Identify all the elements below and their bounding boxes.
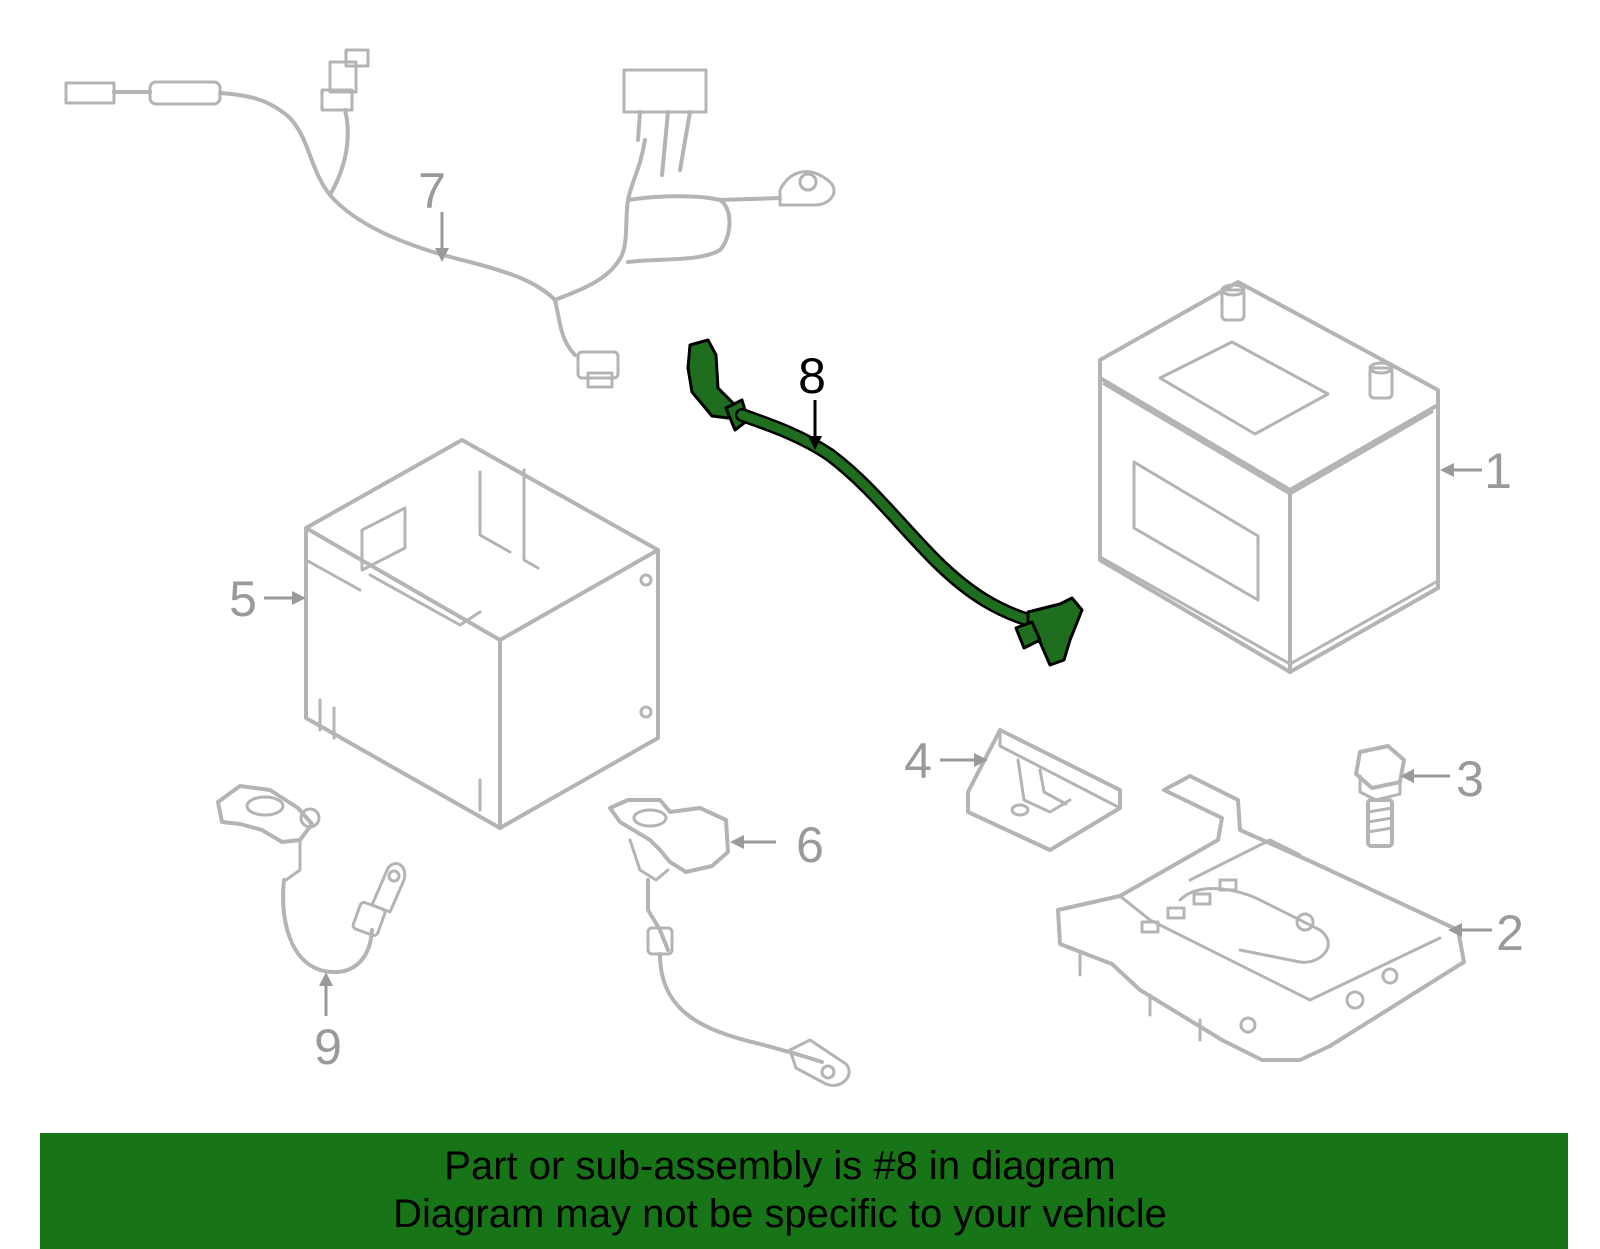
parts-diagram: 7 8 1 — [64, 48, 1524, 1087]
callout-1: 1 — [1440, 443, 1512, 499]
callout-5: 5 — [229, 571, 306, 627]
callout-7: 7 — [418, 163, 449, 262]
svg-text:1: 1 — [1484, 443, 1512, 499]
callout-2: 2 — [1448, 905, 1524, 961]
callout-9: 9 — [314, 972, 342, 1075]
svg-text:5: 5 — [229, 571, 257, 627]
battery-icon — [1098, 280, 1440, 674]
svg-text:7: 7 — [418, 163, 446, 219]
highlighted-cable-icon — [686, 338, 1084, 667]
callout-8: 8 — [798, 348, 826, 450]
banner-line-disclaimer: Diagram may not be specific to your vehi… — [393, 1192, 1167, 1236]
svg-text:2: 2 — [1496, 905, 1524, 961]
banner-line-part-number: Part or sub-assembly is #8 in diagram — [444, 1144, 1116, 1188]
wiring-harness-icon — [64, 48, 836, 389]
svg-text:9: 9 — [314, 1019, 342, 1075]
positive-cable-icon — [608, 798, 851, 1087]
hold-down-bracket-icon — [966, 728, 1122, 852]
battery-tray-icon — [1056, 774, 1466, 1062]
svg-text:3: 3 — [1456, 751, 1484, 807]
negative-cable-icon — [216, 784, 407, 974]
callout-4: 4 — [904, 733, 988, 789]
svg-text:8: 8 — [798, 348, 826, 404]
svg-text:6: 6 — [796, 817, 824, 873]
callout-6: 6 — [730, 817, 824, 873]
info-banner: Part or sub-assembly is #8 in diagram Di… — [40, 1133, 1568, 1249]
bolt-icon — [1354, 744, 1406, 848]
callout-3: 3 — [1400, 751, 1484, 807]
svg-text:4: 4 — [904, 733, 932, 789]
battery-box-icon — [304, 438, 660, 830]
